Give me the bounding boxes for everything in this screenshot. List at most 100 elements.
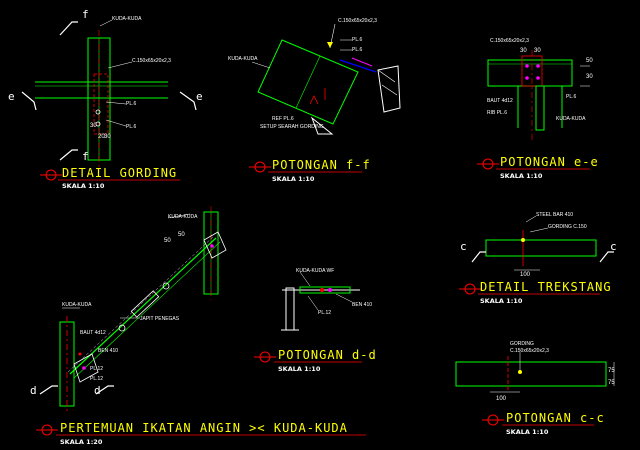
label-gording: GORDING	[510, 341, 534, 347]
label-setup: SETUP SEARAH GORDING	[260, 124, 324, 130]
bolt	[525, 76, 529, 80]
title-pertemuan: PERTEMUAN IKATAN ANGIN >< KUDA-KUDA	[60, 421, 348, 435]
leader-line	[105, 101, 127, 105]
label-baut: BAUT 4d12	[80, 330, 106, 336]
detail-trekstang: c c STEEL BAR 410 GORDING C.150 100 DETA…	[459, 212, 617, 305]
dim-30: 30	[104, 134, 111, 140]
label-rib: RIB PL.6	[487, 110, 507, 116]
magenta-line	[351, 57, 373, 67]
dim-30: 30	[90, 123, 97, 129]
label-pl12: PL.12	[90, 366, 103, 372]
label-baut: BAUT 4d12	[487, 98, 513, 104]
label-c-profile: C.150x65x20x2,3	[132, 58, 171, 64]
label-kuda-kuda: KUDA-KUDA	[112, 16, 142, 22]
pl6-plate	[93, 73, 109, 135]
label-ben: BEN 410	[98, 348, 118, 354]
section-letter-f-top: f	[82, 8, 89, 21]
bolt	[95, 121, 101, 127]
leader-line	[299, 271, 311, 287]
dim-75: 75	[608, 368, 615, 374]
turnbuckle-eye	[118, 324, 126, 332]
section-mark-c-left	[471, 251, 486, 263]
dim-100: 100	[520, 272, 531, 278]
leader-line	[99, 19, 113, 27]
blue-line	[339, 59, 377, 73]
label-kuda-kuda: KUDA-KUDA	[62, 302, 92, 308]
leader-line	[335, 293, 353, 303]
dim-50: 50	[178, 232, 185, 238]
leader-line	[105, 119, 127, 127]
pertemuan-ikatan-angin: d d KUDA-KUDA 50 50 KUDA-KUDA BAUT 4d12 …	[30, 206, 366, 446]
dim-30: 30	[534, 48, 541, 54]
label-steel-bar: STEEL BAR 410	[536, 212, 573, 218]
dim-100: 100	[496, 396, 507, 402]
section-mark-c-right	[599, 251, 614, 263]
label-pl12: PL.12	[318, 310, 331, 316]
label-kuda-kuda: KUDA-KUDA	[168, 214, 198, 220]
section-letter-c-right: c	[610, 240, 617, 253]
section-letter-d-left: d	[30, 384, 37, 397]
scale-detail-gording: SKALA 1:10	[62, 182, 105, 190]
section-mark-d-left	[39, 385, 58, 395]
leader-line	[167, 213, 191, 219]
section-letter-f-bottom: f	[82, 150, 89, 163]
scale-pertemuan: SKALA 1:20	[60, 438, 103, 446]
gording-strip	[455, 361, 607, 387]
scale-potongan-cc: SKALA 1:10	[506, 428, 549, 436]
potongan-ff: C.150x65x20x2,3 PL.6 PL.6 KUDA-KUDA REF …	[228, 18, 401, 183]
scale-potongan-ff: SKALA 1:10	[272, 175, 315, 183]
dim-75: 75	[608, 380, 615, 386]
leader-line	[251, 61, 271, 69]
label-kuda-kuda: KUDA-KUDA	[228, 56, 258, 62]
kuda-kuda-wf	[285, 287, 295, 331]
gording-section-rotated	[257, 39, 359, 125]
section-letter-c-left: c	[460, 240, 467, 253]
potongan-ee: C.150x65x20x2,3 30 30 50 30 BAUT 4d12 PL…	[477, 38, 598, 180]
gusset-plate-upper	[203, 231, 227, 259]
turnbuckle	[130, 290, 160, 318]
section-web	[295, 55, 321, 109]
section-mark-f-bottom	[59, 149, 78, 161]
gording-strip	[485, 239, 597, 257]
title-detail-trekstang: DETAIL TREKSTANG	[480, 280, 612, 294]
ikatan-angin-rod	[69, 237, 217, 375]
kuda-kuda-web	[535, 85, 545, 131]
rod-centerline	[67, 235, 215, 373]
label-c-profile: C.150x65x20x2,3	[510, 348, 549, 354]
roof-wedge	[377, 65, 401, 113]
scale-potongan-dd: SKALA 1:10	[278, 365, 321, 373]
scale-potongan-ee: SKALA 1:10	[500, 172, 543, 180]
pl12-plate	[299, 286, 351, 294]
label-japit: JAPIT PENEGAS	[140, 316, 180, 322]
label-kuda-kuda-wf: KUDA-KUDA WF	[296, 268, 334, 274]
dim-50: 50	[586, 58, 593, 64]
dim-50: 50	[164, 238, 171, 244]
label-c-profile: C.150x65x20x2,3	[338, 18, 377, 24]
leader-line	[107, 61, 133, 69]
label-pl6: PL.6	[126, 101, 137, 107]
label-pl6: PL.6	[566, 94, 577, 100]
bolt	[210, 244, 214, 248]
dim-30: 30	[586, 74, 593, 80]
bolt	[525, 64, 529, 68]
section-mark-f-top	[59, 21, 78, 36]
bolt	[536, 64, 540, 68]
ikatan-angin-rod	[73, 241, 221, 379]
title-potongan-ff: POTONGAN f-f	[272, 158, 371, 172]
label-c-profile: C.150x65x20x2,3	[490, 38, 529, 44]
label-ref: REF PL.6	[272, 116, 294, 122]
section-letter-e-right: e	[196, 90, 203, 103]
label-kuda-kuda: KUDA-KUDA	[556, 116, 586, 122]
dim-30: 30	[520, 48, 527, 54]
label-ben: BEN 410	[352, 302, 372, 308]
bolt	[82, 366, 86, 370]
dim-20: 20	[98, 134, 105, 140]
bolt	[320, 288, 324, 292]
bolt	[95, 109, 101, 115]
leader-line	[529, 227, 549, 233]
red-detail	[309, 95, 319, 105]
label-gording: GORDING C.150	[548, 224, 587, 230]
bolt	[328, 288, 332, 292]
section-mark-e-right	[179, 91, 197, 111]
